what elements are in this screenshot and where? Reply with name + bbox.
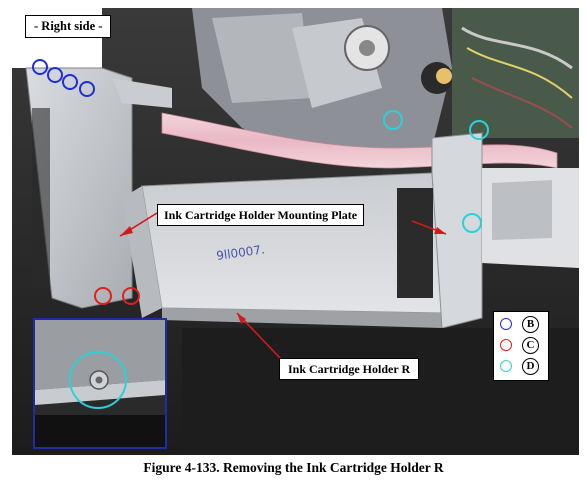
screw-legend: B C D bbox=[493, 311, 549, 381]
legend-letter: D bbox=[522, 358, 539, 375]
zoom-inset bbox=[33, 318, 167, 449]
cyan-ring-icon bbox=[500, 360, 512, 372]
figure-caption: Figure 4-133. Removing the Ink Cartridge… bbox=[143, 460, 444, 475]
legend-row-b: B bbox=[500, 316, 544, 334]
legend-row-c: C bbox=[500, 337, 544, 355]
inset-photo bbox=[35, 320, 165, 447]
legend-letter: C bbox=[522, 337, 539, 354]
blue-ring-icon bbox=[500, 318, 512, 330]
legend-row-d: D bbox=[500, 358, 544, 376]
red-ring-icon bbox=[500, 339, 512, 351]
legend-letter: B bbox=[522, 316, 539, 333]
svg-text:9ll0007.: 9ll0007. bbox=[215, 242, 265, 263]
holder-r-label: Ink Cartridge Holder R bbox=[279, 358, 420, 380]
right-side-label: - Right side - bbox=[25, 15, 112, 38]
mounting-plate-label: Ink Cartridge Holder Mounting Plate bbox=[157, 204, 365, 226]
